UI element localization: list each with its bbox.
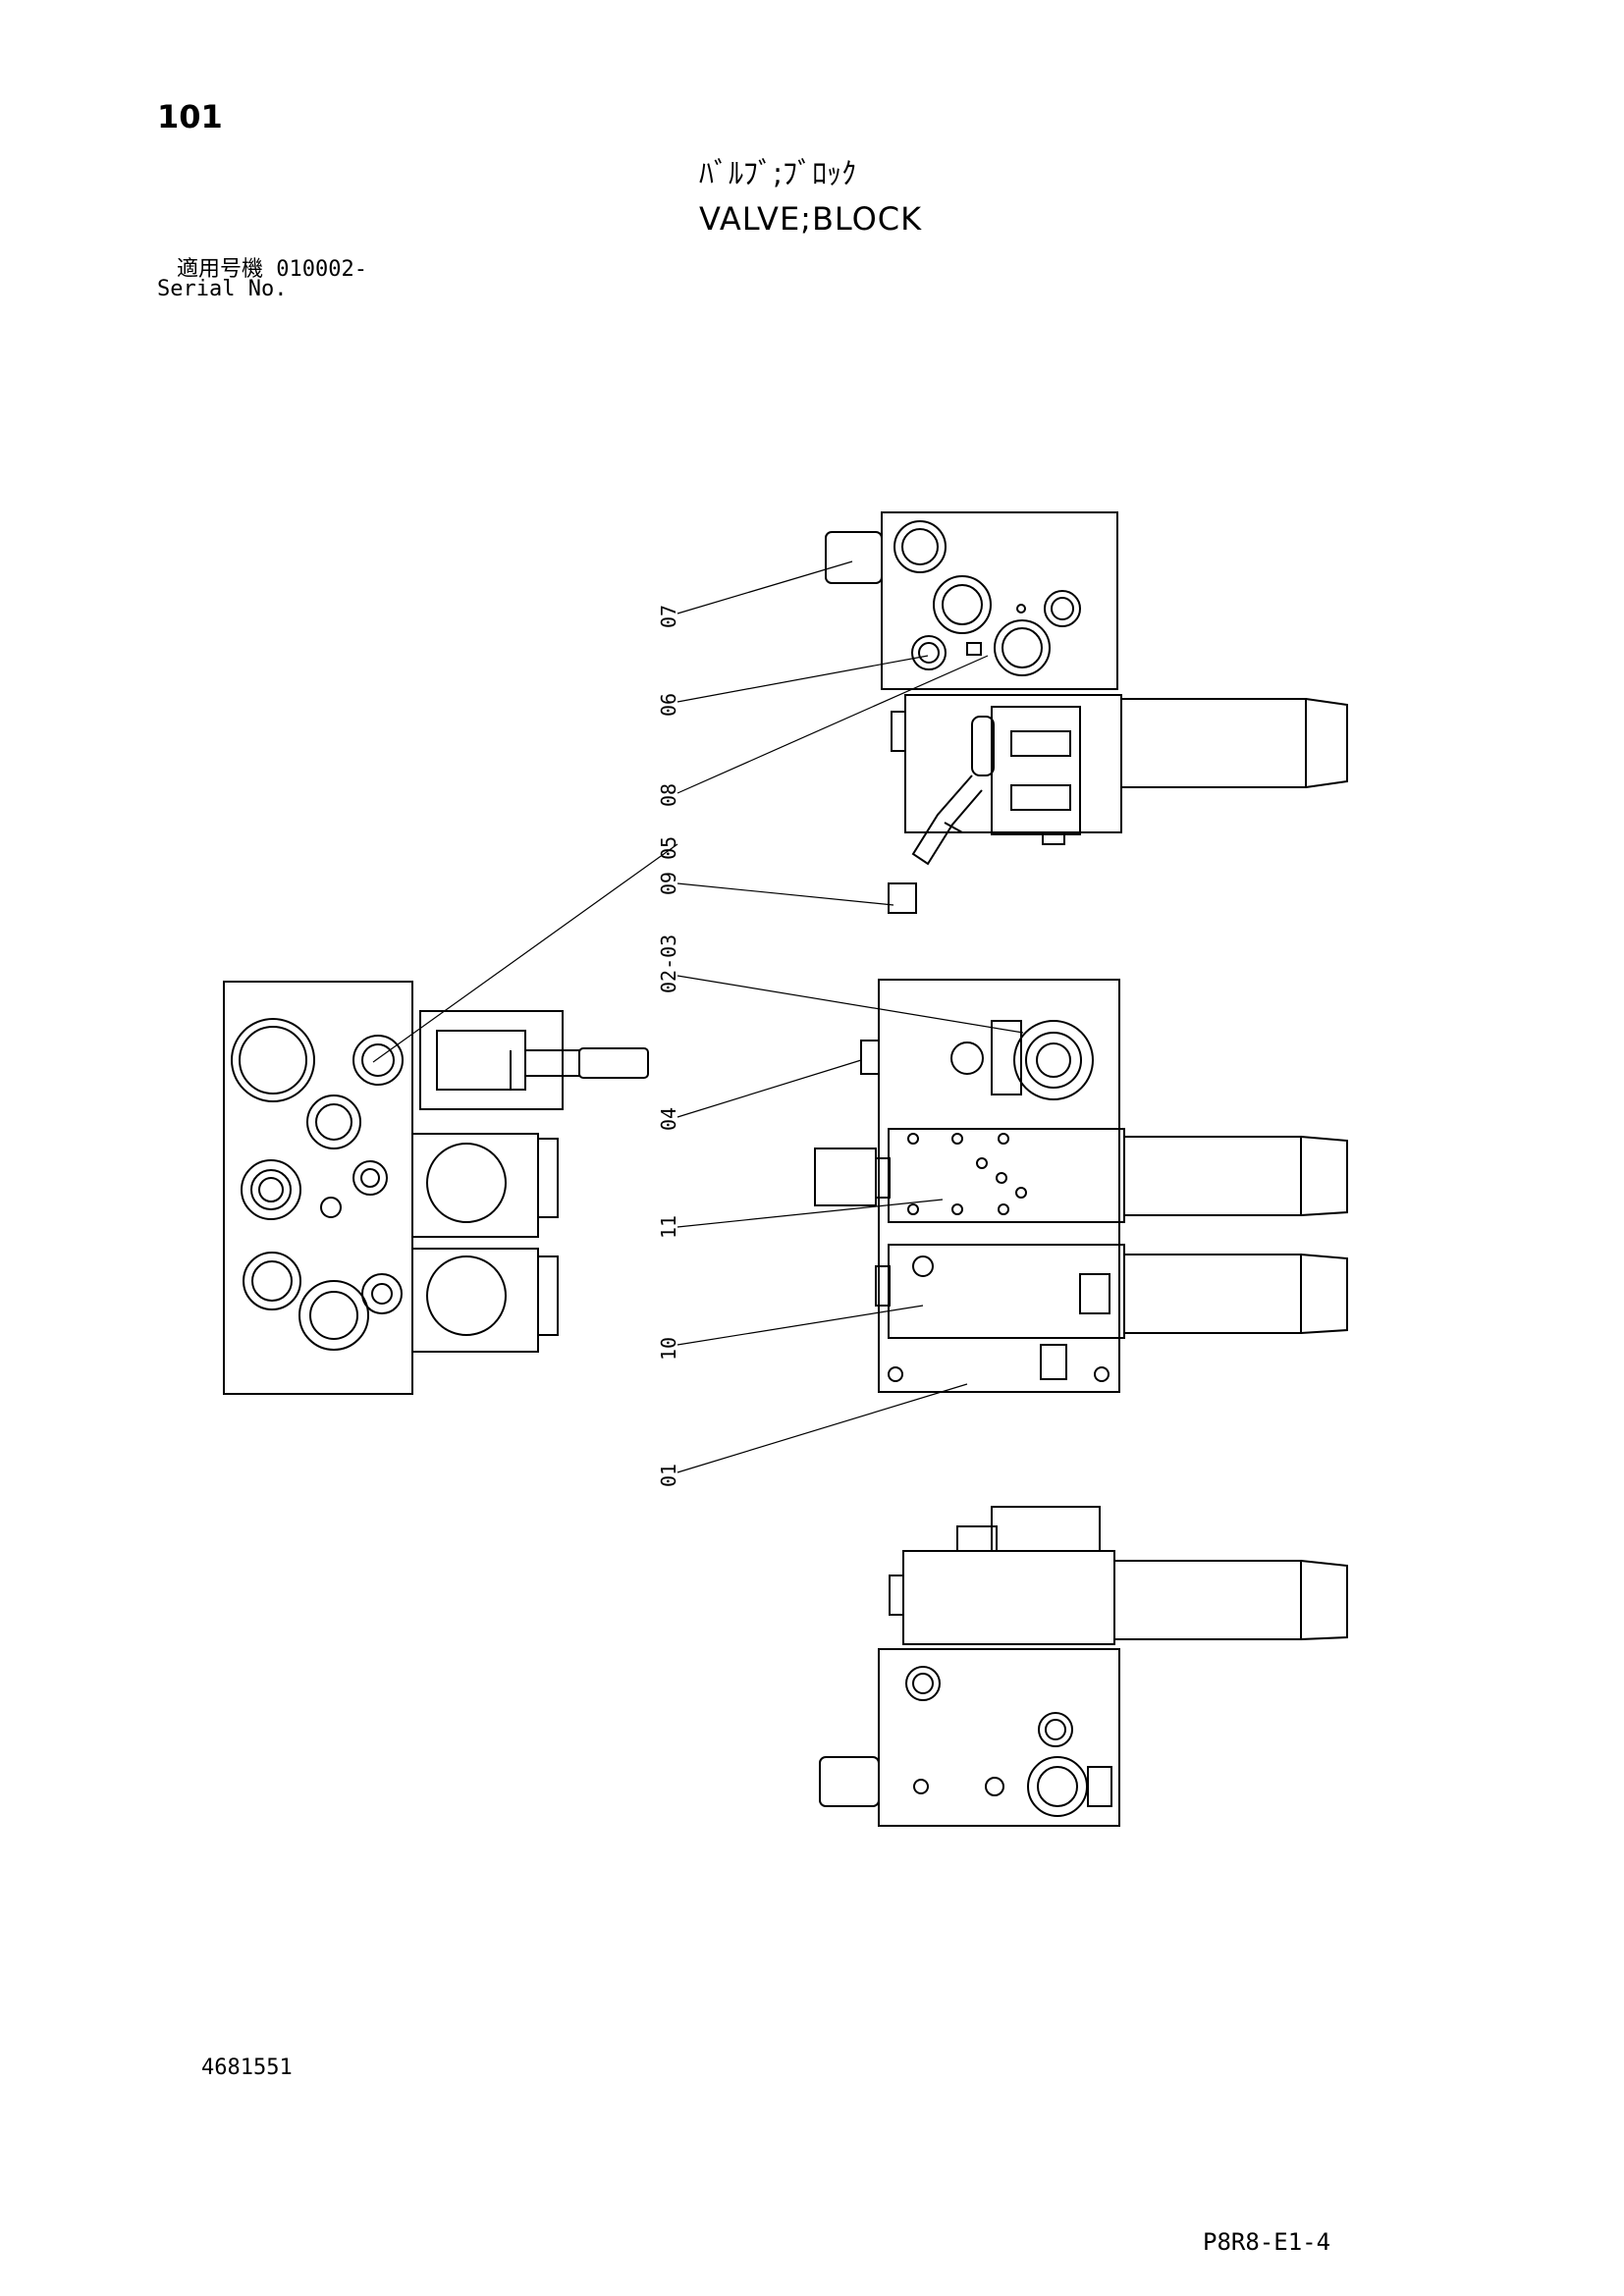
callout-10: 10 xyxy=(657,1337,680,1361)
top-valve-assembly xyxy=(825,511,1348,914)
callout-08: 08 xyxy=(657,783,680,807)
callout-02-03: 02-03 xyxy=(657,934,680,993)
callout-04: 04 xyxy=(657,1107,680,1131)
serial-value: 010002- xyxy=(276,257,367,282)
serial-label-japanese: 適用号機 010002- xyxy=(177,251,367,283)
callout-09-05: 09 05 xyxy=(657,836,680,895)
middle-valve-assembly xyxy=(814,979,1348,1393)
callout-labels: 07 06 08 09 05 02-03 04 11 10 01 xyxy=(657,605,680,1487)
left-side-view xyxy=(223,981,649,1395)
callout-07: 07 xyxy=(657,605,680,628)
title-japanese: ﾊﾞﾙﾌﾞ;ﾌﾞﾛｯｸ xyxy=(699,157,857,191)
page-code: P8R8-E1-4 xyxy=(1203,2228,1331,2256)
serial-label-english: Serial No. xyxy=(157,277,288,301)
callout-11: 11 xyxy=(657,1215,680,1239)
leader-lines xyxy=(372,561,1024,1473)
title-english: VALVE;BLOCK xyxy=(699,200,923,238)
document-id: 4681551 xyxy=(201,2056,293,2080)
callout-06: 06 xyxy=(657,693,680,717)
callout-01: 01 xyxy=(657,1464,680,1487)
serial-label-jp-text: 適用号機 xyxy=(177,257,264,282)
page-number: 101 xyxy=(157,98,223,135)
bottom-valve-assembly xyxy=(819,1506,1348,1827)
